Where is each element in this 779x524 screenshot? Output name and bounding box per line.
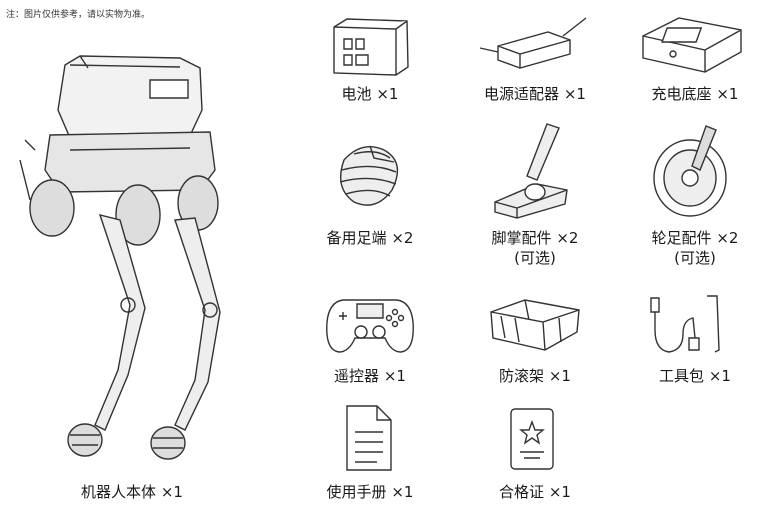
item-label: 防滚架 ×1 [499, 367, 571, 385]
item-label: 轮足配件 ×2 (可选) [651, 229, 739, 267]
item-label: 合格证 ×1 [499, 483, 571, 501]
item-label: 使用手册 ×1 [326, 483, 414, 501]
battery-icon [322, 15, 417, 80]
toolkit-icon [645, 290, 730, 360]
item-label: 遥控器 ×1 [334, 367, 406, 385]
item-label: 脚掌配件 ×2 (可选) [491, 229, 579, 267]
robot-dog-body-icon [10, 40, 250, 460]
certificate-icon [508, 406, 556, 472]
charging-dock-icon [637, 12, 747, 80]
item-label: 机器人本体 ×1 [81, 483, 183, 501]
user-manual-icon [343, 402, 395, 474]
disclaimer-note: 注：图片仅供参考，请以实物为准。 [6, 10, 151, 20]
item-label: 备用足端 ×2 [326, 229, 414, 247]
item-label: 电源适配器 ×1 [484, 85, 586, 103]
item-label: 电池 ×1 [341, 85, 399, 103]
spare-foot-icon [332, 140, 407, 215]
roll-cage-icon [485, 292, 585, 357]
foot-pad-accessory-icon [487, 120, 577, 220]
item-label: 工具包 ×1 [659, 367, 731, 385]
item-label: 充电底座 ×1 [651, 85, 739, 103]
power-adapter-icon [478, 10, 588, 80]
gamepad-controller-icon [325, 292, 415, 357]
wheel-foot-accessory-icon [650, 120, 735, 220]
